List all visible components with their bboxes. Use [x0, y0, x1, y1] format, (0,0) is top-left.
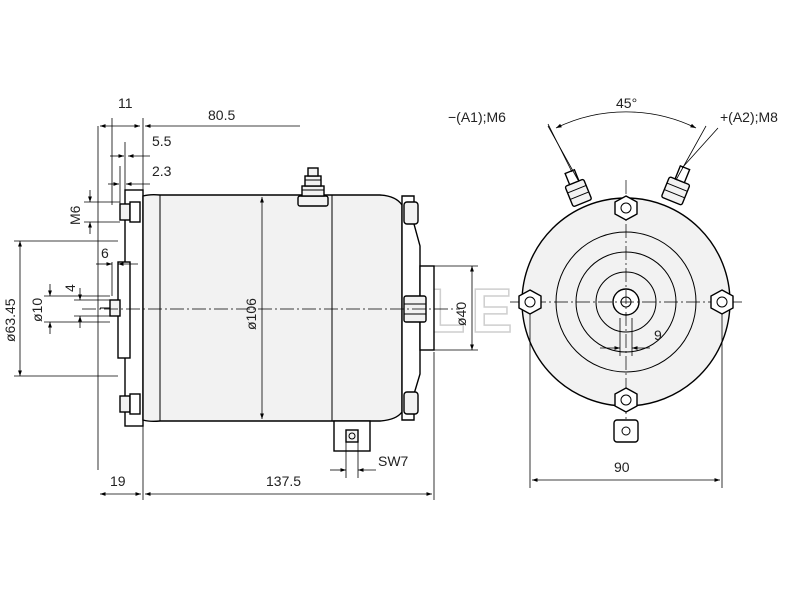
dim-106: ø106: [243, 298, 259, 330]
dim-6: 6: [101, 245, 109, 261]
end-bracket: [613, 419, 639, 443]
motor-housing: [142, 193, 403, 423]
stud-bolt-bottom: [119, 393, 141, 415]
terminal-stud: [109, 299, 121, 317]
terminal-a1: [564, 168, 592, 207]
mounting-bracket: [333, 420, 371, 452]
dim-63-45: ø63.45: [2, 298, 18, 342]
dim-11: 11: [118, 95, 133, 111]
dim-90: 90: [614, 459, 630, 475]
flange-bolt-bottom: [403, 391, 419, 415]
label-terminal-a1: −(A1);M6: [448, 109, 506, 125]
flange-bolt-top: [403, 201, 419, 225]
hex-bolt-top: [614, 195, 638, 221]
dim-m6: M6: [67, 205, 83, 225]
dim-angle: 45°: [616, 95, 637, 111]
hex-bolt-bottom: [614, 387, 638, 413]
top-terminal: [297, 167, 329, 207]
dim-4: 4: [62, 284, 78, 292]
dim-9: 9: [654, 327, 662, 343]
dim-40: ø40: [453, 302, 469, 326]
label-terminal-a2: +(A2);M8: [720, 109, 778, 125]
dim-5-5: 5.5: [152, 133, 172, 149]
end-view: 45° −(A1);M6 +(A2);M8 9 90: [448, 95, 778, 488]
dim-80-5: 80.5: [208, 107, 235, 123]
stud-bolt-top: [119, 201, 141, 223]
dim-sw7: SW7: [378, 453, 409, 469]
dim-2-3: 2.3: [152, 163, 172, 179]
hex-bolt-right: [710, 289, 734, 315]
dim-19: 19: [110, 473, 126, 489]
hex-bolt-left: [518, 289, 542, 315]
terminal-a2: [661, 164, 691, 206]
dim-10: ø10: [29, 298, 45, 322]
side-view: 11 80.5 5.5 2.3 M6 6 4 ø10: [2, 95, 478, 500]
dim-137-5: 137.5: [266, 473, 301, 489]
